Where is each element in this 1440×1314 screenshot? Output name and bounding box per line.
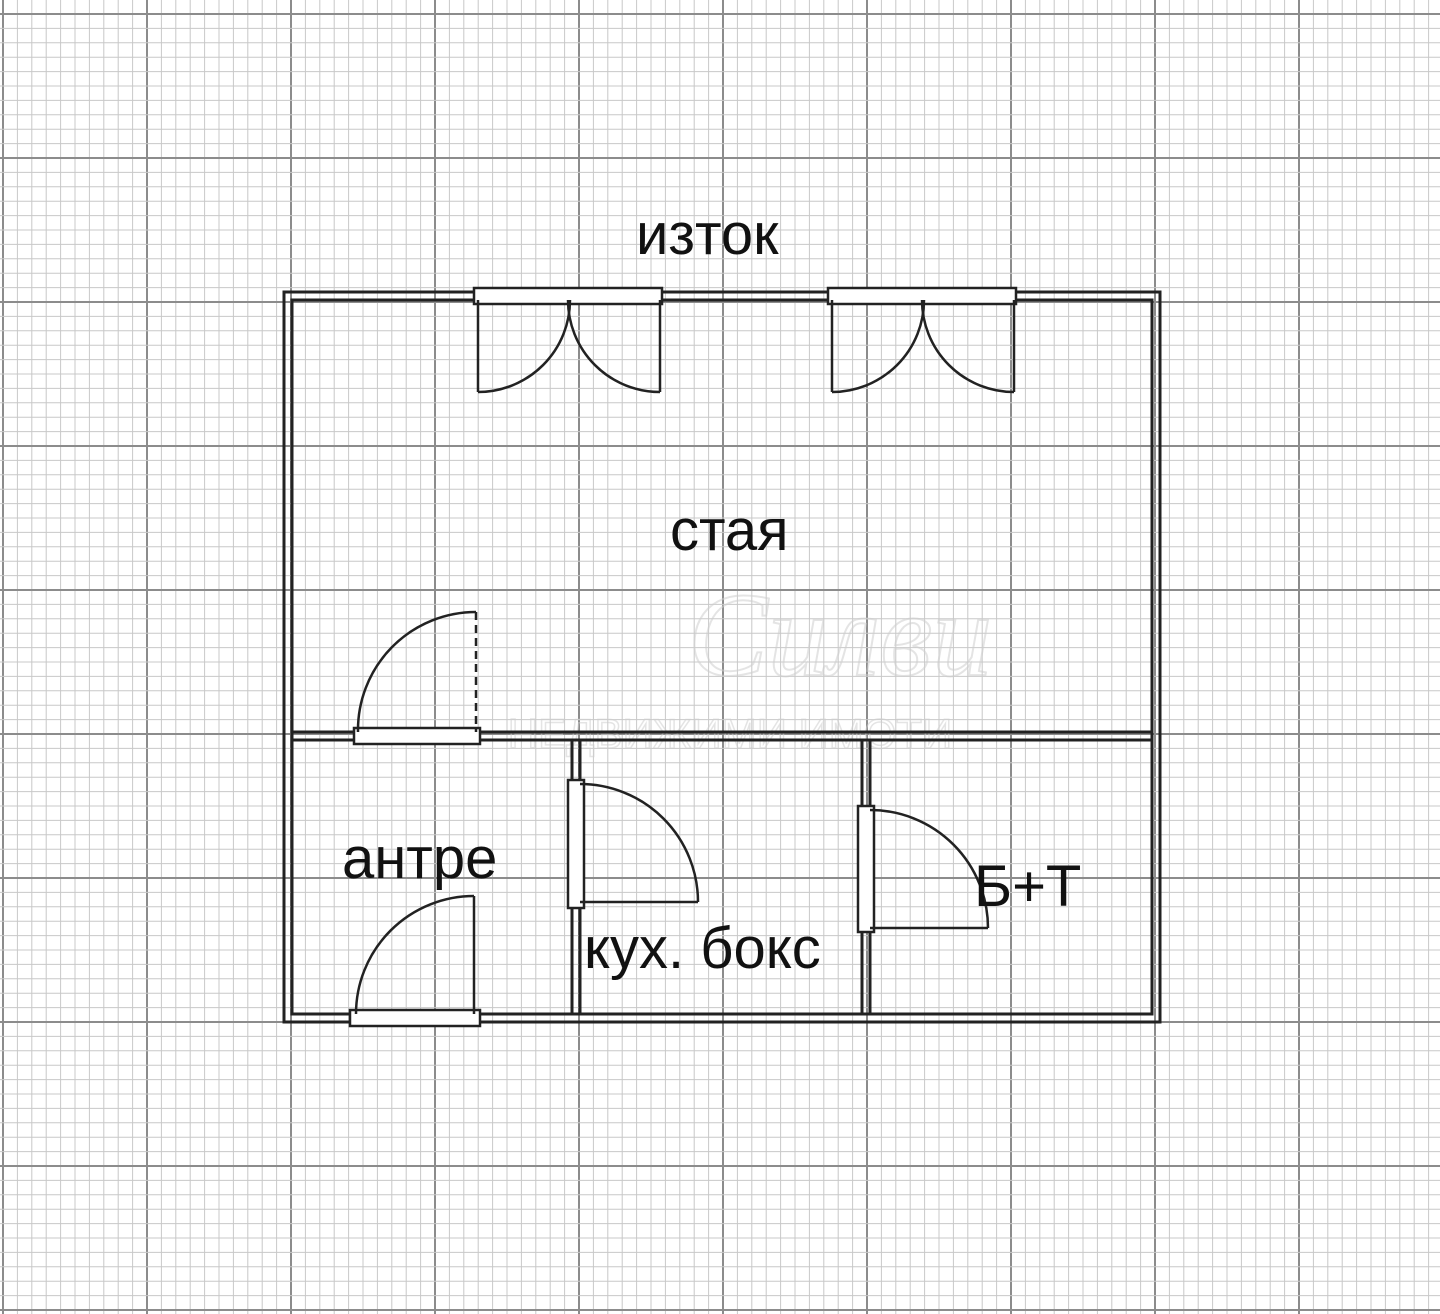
double-door-icon [472,286,664,394]
outer-wall-outer-line [282,290,1162,1024]
door-swing-icon [856,804,990,934]
watermark-script-text: Силви [688,568,992,701]
outer-walls [282,290,1162,1024]
door-swing-icon [348,894,482,1028]
room-label: стая [670,498,789,563]
door-swing-icon [352,610,482,746]
bathroom-label: Б+Т [974,854,1082,919]
double-door-icon [826,286,1018,394]
door-swing-icon [566,778,700,910]
outer-wall-inner-line [290,298,1154,1016]
hall-label: антре [342,826,498,891]
compass-label: изток [636,202,779,267]
kitchen-label: кух. бокс [584,916,821,981]
